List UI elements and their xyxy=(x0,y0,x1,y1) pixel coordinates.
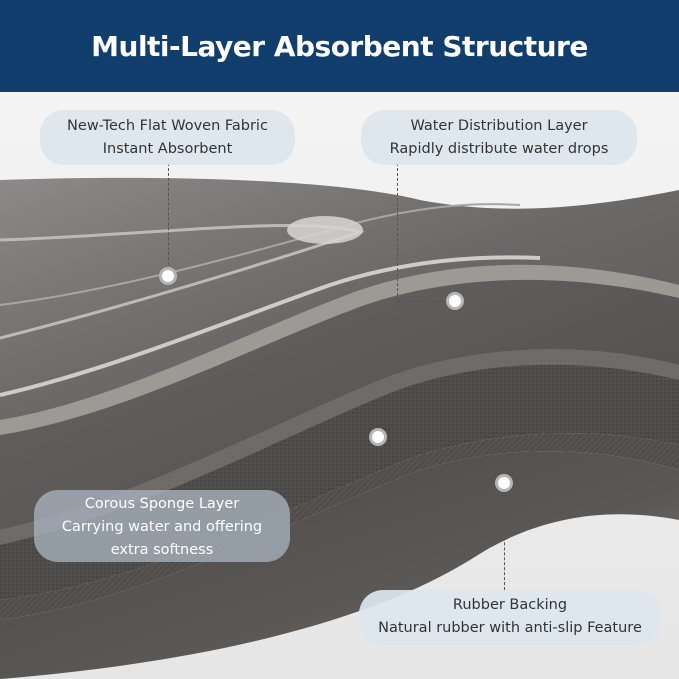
water-leader-line-h xyxy=(397,301,455,302)
sponge-leader-line-h xyxy=(290,527,378,528)
rubber-callout-line1: Rubber Backing xyxy=(452,597,568,613)
rubber-callout-line2: Natural rubber with anti-slip Feature xyxy=(378,620,642,636)
page-title: Multi-Layer Absorbent Structure xyxy=(91,29,588,63)
water-distribution-layer xyxy=(0,264,679,530)
rubber-marker xyxy=(495,474,513,492)
rubber-callout: Rubber Backing Natural rubber with anti-… xyxy=(359,590,661,645)
woven-fabric-layer xyxy=(0,177,679,420)
rubber-backing-texture xyxy=(0,433,679,620)
water-layer-edge xyxy=(0,264,679,435)
sponge-marker xyxy=(369,428,387,446)
water-callout: Water Distribution Layer Rapidly distrib… xyxy=(361,110,637,165)
rubber-leader-line xyxy=(504,483,505,590)
fabric-stripe-3 xyxy=(0,255,541,397)
sponge-callout-line2: Carrying water and offering xyxy=(61,519,263,535)
sponge-callout-line1: Corous Sponge Layer xyxy=(84,496,240,512)
sponge-callout: Corous Sponge Layer Carrying water and o… xyxy=(34,490,290,562)
header-banner: Multi-Layer Absorbent Structure xyxy=(0,0,679,92)
sponge-callout-line3: extra softness xyxy=(110,542,214,558)
water-callout-line2: Rapidly distribute water drops xyxy=(389,141,609,157)
fabric-callout: New-Tech Flat Woven Fabric Instant Absor… xyxy=(40,110,295,165)
water-callout-line1: Water Distribution Layer xyxy=(410,118,588,134)
fabric-callout-line2: Instant Absorbent xyxy=(102,141,233,157)
fabric-marker xyxy=(159,267,177,285)
sponge-leader-line-v xyxy=(378,437,379,527)
water-marker xyxy=(446,292,464,310)
water-leader-line-v xyxy=(397,163,398,301)
rubber-backing-layer xyxy=(0,451,679,679)
fabric-callout-line1: New-Tech Flat Woven Fabric xyxy=(67,118,268,134)
fabric-leader-line xyxy=(168,163,169,275)
fabric-logo-circle xyxy=(287,216,363,244)
